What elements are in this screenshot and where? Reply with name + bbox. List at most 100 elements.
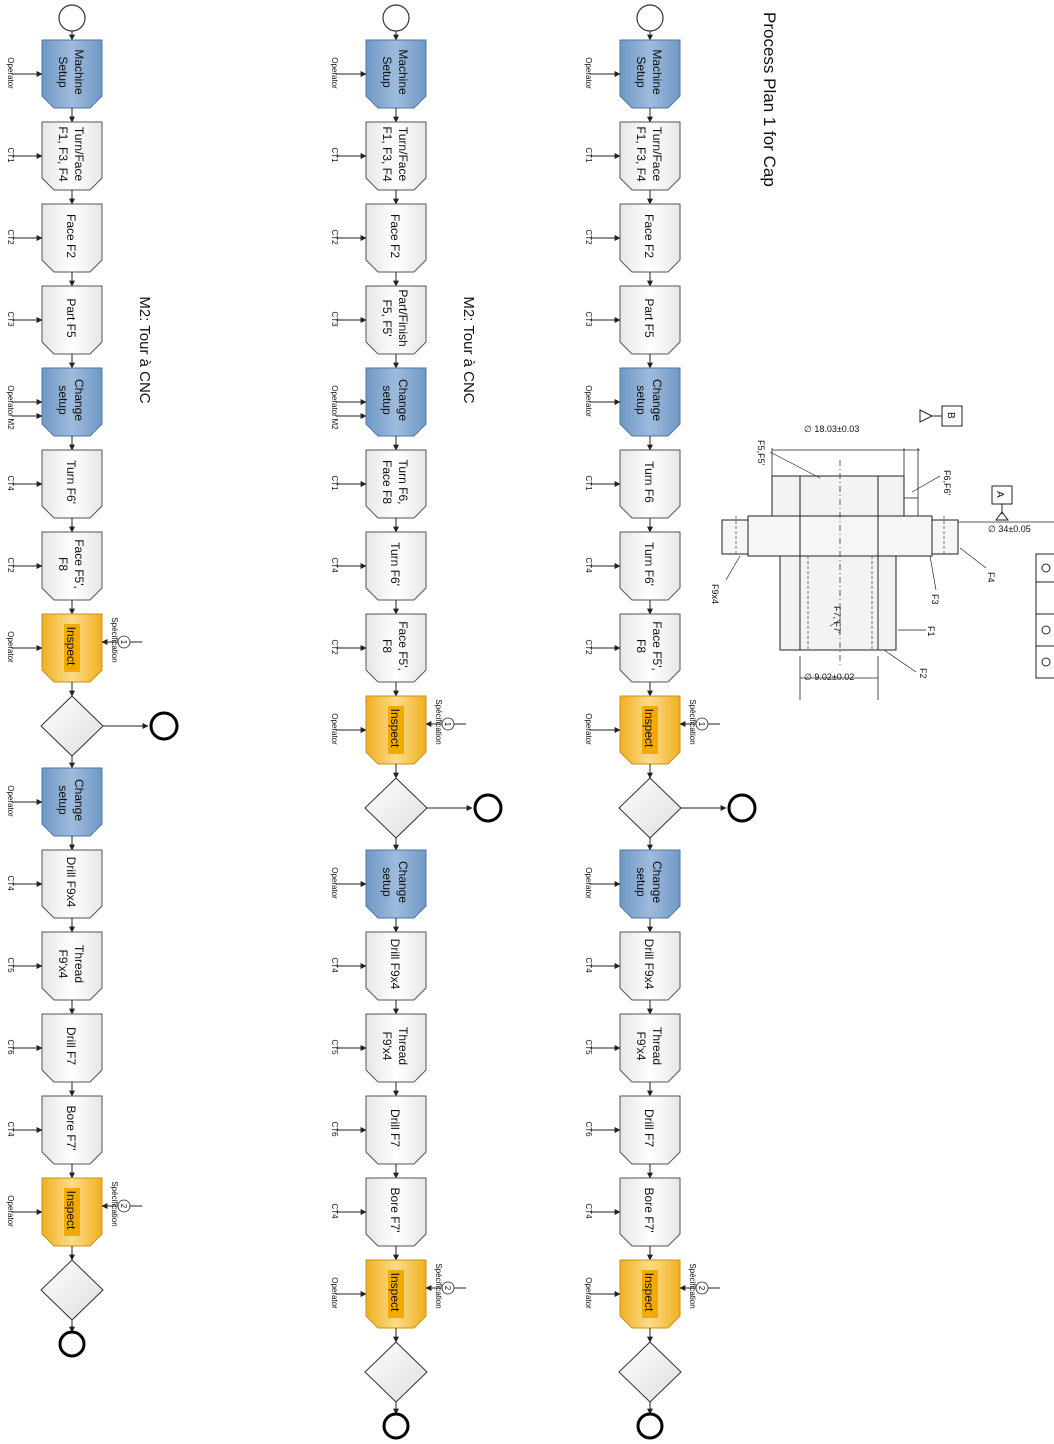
step-label: Turn F6'	[388, 542, 402, 586]
step-label: setup	[380, 385, 394, 415]
machine-label: M2: Tour à CNC	[136, 296, 153, 403]
step-label: Inspect	[64, 1191, 78, 1230]
machine-label: M2: Tour à CNC	[460, 296, 477, 403]
step-label: Change	[72, 779, 86, 821]
label-f4: F4	[986, 572, 996, 583]
operation-step	[365, 121, 427, 191]
step-label: Part/Finish	[396, 289, 410, 346]
resource-label: CT1	[330, 147, 339, 163]
inspect-highlight	[642, 706, 658, 754]
operation-step	[365, 1013, 427, 1083]
inspect-highlight	[642, 1270, 658, 1318]
reject-end-node	[149, 711, 179, 741]
operation-step	[365, 531, 427, 601]
step-label: Turn F6'	[642, 542, 656, 586]
spec-number-badge	[441, 1281, 455, 1295]
dim-top-label: ∅ 18.03±0.03	[804, 424, 859, 434]
leader-f6	[911, 475, 941, 493]
resource-label: Operator	[6, 631, 15, 663]
label-f6: F6,F6'	[942, 470, 952, 496]
datum-b-label: B	[945, 412, 956, 419]
spec-number-badge	[117, 635, 131, 649]
resource-label: CT4	[584, 1203, 593, 1219]
step-label: Turn F6,	[396, 460, 410, 505]
operation-step	[41, 931, 103, 1001]
operation-step	[365, 449, 427, 519]
spec-label: Spécification	[110, 1181, 119, 1226]
spec-label: Spécification	[110, 617, 119, 662]
step-label: Setup	[380, 56, 394, 88]
resource-label: CT4	[330, 1203, 339, 1219]
reject-end-node	[473, 793, 503, 823]
step-label: Face F2	[64, 214, 78, 258]
spec-number: 1	[443, 722, 452, 727]
fcf-symbol-icon	[1041, 657, 1051, 667]
step-label: F1, F3, F4	[634, 126, 648, 182]
step-label: Turn F6'	[64, 460, 78, 504]
resource-label: Operator	[584, 57, 593, 89]
setup-step	[365, 849, 427, 919]
resource-label: CT4	[6, 1121, 15, 1137]
resource-label: CT6	[584, 1121, 593, 1137]
resource-label: CT2	[6, 557, 15, 573]
step-label: Inspect	[388, 1273, 402, 1312]
resource-label: CT6	[330, 1121, 339, 1137]
step-label: setup	[56, 785, 70, 815]
label-f9: F9x4	[710, 584, 720, 604]
setup-step	[619, 367, 681, 437]
operation-step	[41, 449, 103, 519]
step-label: Face F8	[380, 460, 394, 504]
operation-step	[41, 531, 103, 601]
step-label: Drill F7	[64, 1027, 78, 1065]
label-f2: F2	[918, 668, 928, 679]
operation-step	[41, 1013, 103, 1083]
cap-boss-top	[771, 475, 905, 517]
step-label: F9'x4	[56, 950, 70, 979]
leader-f2	[883, 649, 917, 673]
spec-number: 1	[697, 722, 706, 727]
start-node	[636, 4, 664, 32]
datum-b-box	[941, 405, 963, 427]
leader-f5	[769, 451, 821, 479]
decision-diamond	[618, 1341, 682, 1403]
operation-step	[619, 1095, 681, 1165]
resource-label: CT2	[584, 229, 593, 245]
operation-step	[365, 1095, 427, 1165]
resource-label: CT5	[330, 1039, 339, 1055]
cap-technical-drawing: B ∅ 18.03±0.03 A ∅ 34±0.05 F5,F5' F6,F6'	[710, 405, 1054, 700]
spec-label: Spécification	[688, 699, 697, 744]
inspect-highlight	[64, 624, 80, 672]
step-label: Change	[650, 379, 664, 421]
step-label: Change	[72, 379, 86, 421]
spec-label: Spécification	[688, 1263, 697, 1308]
cap-body	[779, 555, 897, 651]
resource-label: CT3	[6, 311, 15, 327]
step-label: Inspect	[64, 627, 78, 666]
step-label: Part F5	[64, 298, 78, 338]
step-label: setup	[56, 385, 70, 415]
operation-step	[619, 931, 681, 1001]
step-label: Drill F7	[388, 1109, 402, 1147]
resource-label: CT5	[6, 957, 15, 973]
operation-step	[41, 203, 103, 273]
step-label: Bore F7'	[388, 1188, 402, 1233]
step-label: setup	[634, 385, 648, 415]
operation-step	[619, 285, 681, 355]
resource-label: CT4	[330, 957, 339, 973]
decision-diamond	[618, 777, 682, 839]
resource-label: Operator	[6, 385, 15, 417]
operation-step	[365, 931, 427, 1001]
fcf-symbol-icon	[1041, 563, 1051, 573]
resource-label: CT2	[330, 229, 339, 245]
setup-step	[41, 39, 103, 109]
process-lanes: M2: Tour à CNC MachineSetupOperatorTurn/F…	[6, 4, 757, 1440]
resource-label: CT3	[584, 311, 593, 327]
setup-step	[41, 767, 103, 837]
resource-label: CT1	[584, 475, 593, 491]
step-label: F1, F3, F4	[56, 126, 70, 182]
label-f1: F1	[926, 626, 936, 637]
spec-label: Spécification	[434, 1263, 443, 1308]
step-label: F5, F5'	[380, 300, 394, 337]
resource-label: CT4	[6, 475, 15, 491]
